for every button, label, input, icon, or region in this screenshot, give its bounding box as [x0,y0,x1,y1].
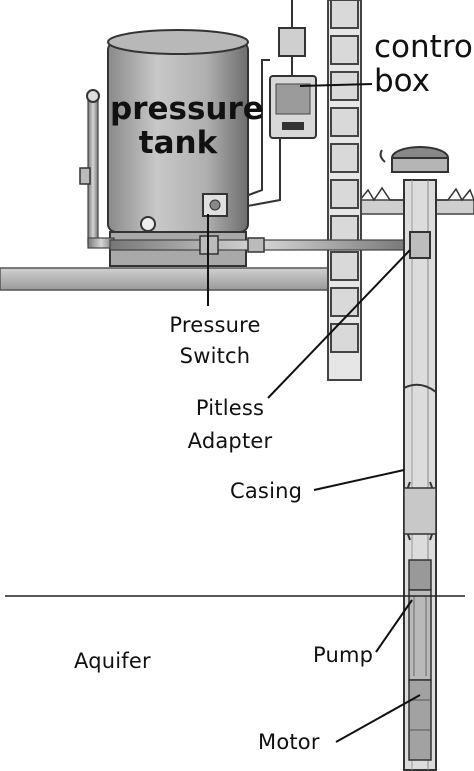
casing-label: Casing [230,479,303,503]
pitless-adapter-label: Pitless Adapter [180,392,280,458]
junction-box [278,27,306,57]
submersible-pump [408,559,432,681]
control-box-leader [299,83,373,87]
pressure-switch-label-line2: Switch [179,344,251,368]
pump-label: Pump [313,643,374,667]
control-box-label-line2: box [374,63,431,99]
pressure-gauge [140,216,156,232]
pitless-adapter-label-line1: Pitless [195,396,265,420]
pump-motor [408,679,432,761]
pressure-tank-label-line2: tank [138,125,218,161]
casing-leader [313,469,405,491]
motor-leader [335,694,421,743]
well-cap [379,146,449,173]
pressure-switch-label: Pressure Switch [150,310,280,372]
casing-section [403,487,437,535]
control-box [269,75,317,139]
aquifer-label: Aquifer [74,649,151,673]
control-box-label: control box [374,30,474,98]
pressure-tank-label-line1: pressure [110,91,264,127]
pitless-adapter-leader [267,249,411,399]
control-box-label-line1: control [374,29,474,65]
pump-leader [375,599,413,653]
motor-label: Motor [258,730,320,754]
supply-pipe [79,89,115,249]
pitless-adapter-label-line2: Adapter [187,429,273,453]
basement-floor [0,267,336,291]
pressure-switch-label-line1: Pressure [169,313,261,337]
pitless-adapter [409,231,431,259]
pressure-tank-label: pressure tank [110,91,264,161]
foundation-wall [327,0,362,381]
